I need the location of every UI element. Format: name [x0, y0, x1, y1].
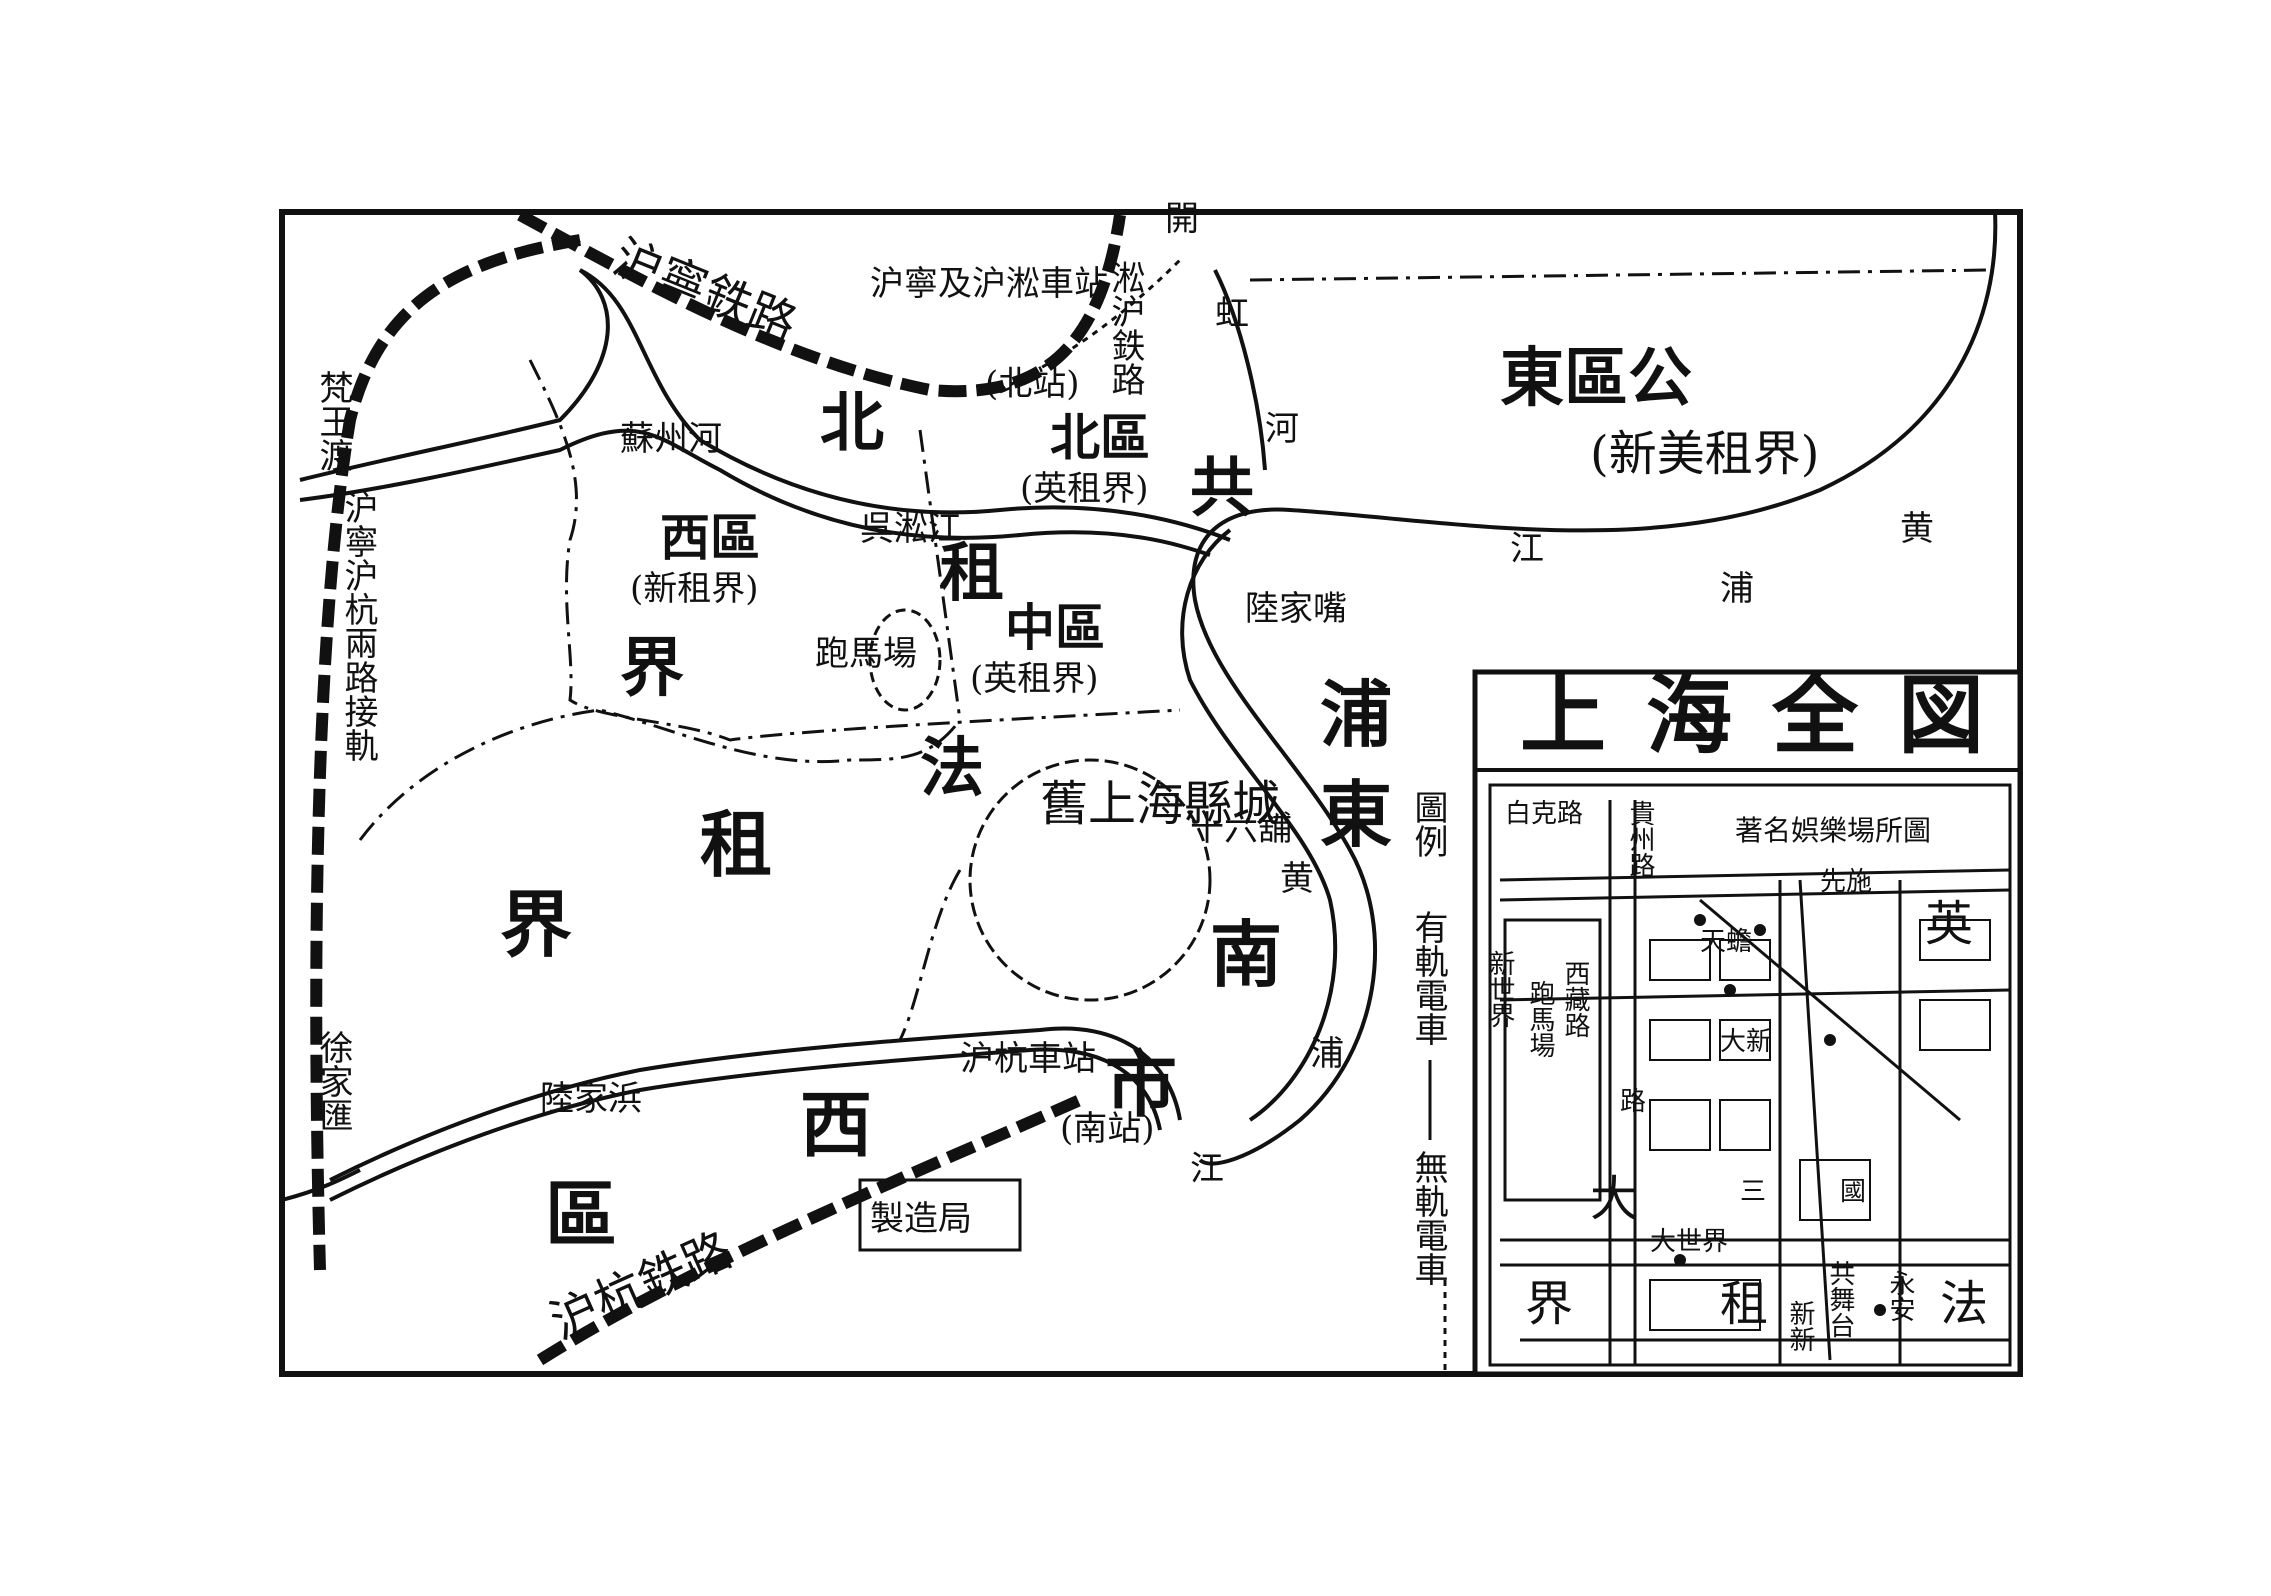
label-kaiwu: 開	[1165, 199, 1199, 239]
railway-shanghai-hangzhou	[536, 1094, 1083, 1366]
inset-subtitle: 著名娯樂場所圖	[1735, 814, 1931, 847]
label-xujiahui: 徐家匯	[313, 1030, 353, 1132]
inset-label-ying: 英	[1925, 896, 1973, 952]
railway-shanghai-nanjing	[517, 209, 1126, 398]
hongkou-creek	[1213, 269, 1267, 471]
inset-label-da: 大	[1590, 1171, 1638, 1227]
label-connect-line: 沪寧沪杭兩路接軌	[338, 490, 378, 762]
inset-label-guo: 國	[1840, 1177, 1866, 1207]
boundary-french-concession	[358, 708, 962, 841]
label-west-note: (新租界)	[630, 569, 759, 609]
label-xi: 西	[800, 1082, 872, 1167]
railway-connecting-line	[310, 234, 581, 1271]
label-east-public: 東區公	[1500, 341, 1692, 416]
inset-label-xizang-road: 西藏路	[1560, 960, 1590, 1038]
boundary-french-south	[898, 869, 962, 1041]
inset-label-gongwutai: 共舞台	[1825, 1260, 1855, 1338]
arsenal-outline	[858, 1178, 1022, 1252]
label-pu-east: 浦	[1310, 1034, 1344, 1074]
inset-label-great-world: 大世界	[1650, 1227, 1728, 1257]
inset-label-tianchan: 天蟾	[1700, 927, 1752, 957]
label-south-station: (南站)	[1060, 1109, 1155, 1149]
boundary-west-district	[528, 359, 1181, 742]
label-south-station-name: 沪杭車站	[960, 1039, 1096, 1079]
label-fa: 法	[920, 731, 984, 806]
label-huangpu-char: 黄	[1280, 859, 1314, 899]
label-qu: 區	[545, 1172, 617, 1257]
inset-label-jie: 界	[1525, 1276, 1573, 1332]
label-fanwangdu: 梵王渡	[313, 370, 353, 472]
suzhou-creek	[299, 268, 1231, 542]
label-hongkou-he: 河	[1265, 409, 1299, 449]
inset-label-guizhou-road: 貴州路	[1625, 800, 1655, 878]
inset-label-lu: 路	[1620, 1087, 1646, 1117]
inset-label-xianshi: 先施	[1820, 867, 1872, 897]
label-lujiazui: 陸家嘴	[1245, 589, 1347, 629]
label-old-city: 舊上海縣城	[1040, 776, 1280, 832]
inset-label-racecourse: 跑馬場	[1525, 980, 1555, 1058]
label-hongkou-hong: 虹	[1215, 294, 1249, 334]
label-pudong-pu: 浦	[1320, 672, 1392, 757]
inset-street-grid	[1499, 800, 2011, 1365]
label-gong: 共	[1190, 451, 1254, 526]
legend-title: 圖例	[1408, 790, 1448, 858]
lujiabang-creek	[329, 1026, 1182, 1182]
inset-frame	[1472, 669, 2023, 1377]
label-west-district: 西區	[660, 508, 760, 567]
label-jie: 界	[620, 631, 684, 706]
label-arsenal: 製造局	[870, 1199, 972, 1239]
label-suzhou-creek: 蘇州河	[620, 419, 722, 459]
label-huangpu-jiang-2: 浦	[1720, 569, 1754, 609]
inset-label-san: 三	[1740, 1177, 1766, 1207]
label-lujiabang: 陸家浜	[540, 1079, 642, 1119]
label-fa-jie: 界	[500, 882, 572, 967]
label-racecourse: 跑馬場	[815, 634, 917, 674]
railway-wusong-branch	[999, 258, 1182, 392]
inset-label-xinxin: 新新	[1785, 1300, 1815, 1352]
label-north-district: 北區	[1050, 408, 1150, 467]
label-north-note: (英租界)	[1020, 469, 1149, 509]
old-city-wall	[968, 758, 1212, 1002]
racecourse-oval	[868, 608, 942, 712]
label-shiliupu: 十六舖	[1190, 809, 1292, 849]
inset-label-daxin: 大新	[1720, 1027, 1772, 1057]
label-pudong-dong: 東	[1320, 772, 1392, 857]
inset-label-yongan: 永安	[1885, 1270, 1915, 1322]
inset-label-baike-road: 白克路	[1505, 799, 1583, 829]
label-fa-zu: 租	[700, 802, 772, 887]
label-jiang-south: 江	[1190, 1149, 1224, 1189]
boundary-central-north	[918, 429, 962, 721]
label-north-char: 北	[820, 386, 884, 461]
suzhou-creek-south-bank	[299, 428, 1211, 557]
inset-map-title: 上海全図	[1520, 665, 2024, 766]
label-shi: 市	[1105, 1042, 1177, 1127]
legend-tram-track: 有軌電車	[1408, 910, 1448, 1046]
boundary-public-north	[1249, 268, 1991, 282]
inset-map-frame	[1488, 783, 2012, 1367]
lujiabang-creek-bank	[329, 1047, 1162, 1202]
legend-tram-trackless: 無軌電車	[1408, 1150, 1448, 1286]
label-huangpu-jiang-1: 黄	[1900, 509, 1934, 549]
inset-label-fa: 法	[1940, 1276, 1988, 1332]
inset-label-new-world: 新世界	[1485, 950, 1515, 1028]
label-wusong-jiang: 呉淞江	[860, 509, 962, 549]
label-central-note: (英租界)	[970, 659, 1099, 699]
label-central-district: 中區	[1005, 598, 1105, 657]
label-nan: 南	[1210, 912, 1282, 997]
label-north-station: (北站)	[985, 364, 1080, 404]
label-railway-wusong: 淞沪鉄路	[1105, 260, 1145, 396]
west-creek	[281, 1168, 361, 1202]
label-huangpu-jiang-3: 江	[1510, 529, 1544, 569]
inset-label-zu: 租	[1720, 1276, 1768, 1332]
label-east-public-note: (新美租界)	[1590, 426, 1819, 482]
huangpu-river-east-bank	[1180, 528, 1338, 1122]
label-zu: 租	[940, 536, 1004, 611]
label-north-station-name: 沪寧及沪淞車站	[870, 264, 1108, 304]
